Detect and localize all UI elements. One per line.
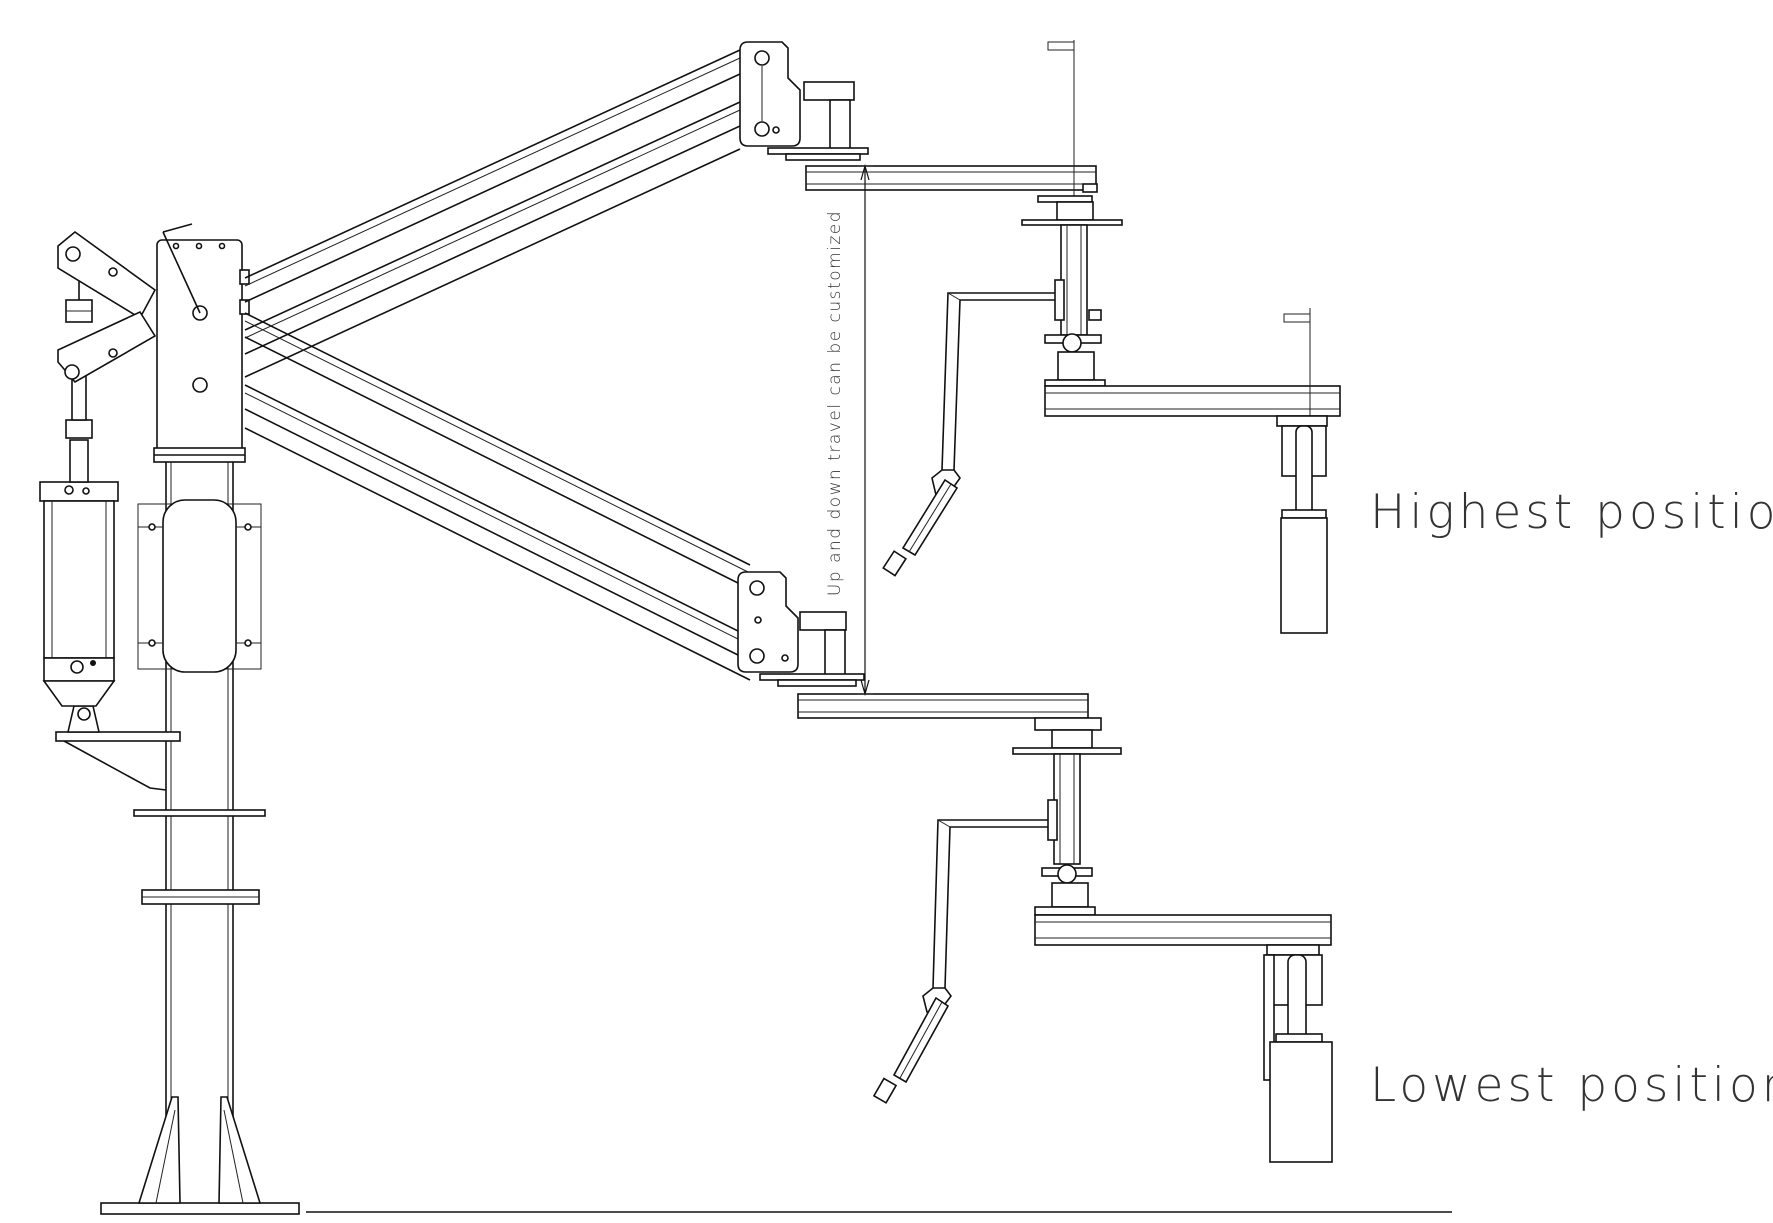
lever-linkage xyxy=(57,230,157,384)
cylinder-bracket xyxy=(55,705,181,791)
travel-dimension-line xyxy=(857,163,873,697)
parallel-arm-links xyxy=(244,49,751,681)
pneumatic-cylinder xyxy=(39,270,119,707)
column-head xyxy=(153,223,250,463)
lowest-position-label: Lowest position xyxy=(1370,1058,1773,1113)
travel-dimension-label: Up and down travel can be customized xyxy=(825,210,845,596)
highest-position-label: Highest position xyxy=(1370,485,1773,540)
forearm-low xyxy=(797,693,1333,1163)
control-box xyxy=(137,499,262,673)
elbow-joint-low xyxy=(737,571,865,687)
forearm-high xyxy=(805,40,1341,634)
elbow-joint-high xyxy=(739,41,869,161)
base-plate xyxy=(100,1202,1452,1215)
